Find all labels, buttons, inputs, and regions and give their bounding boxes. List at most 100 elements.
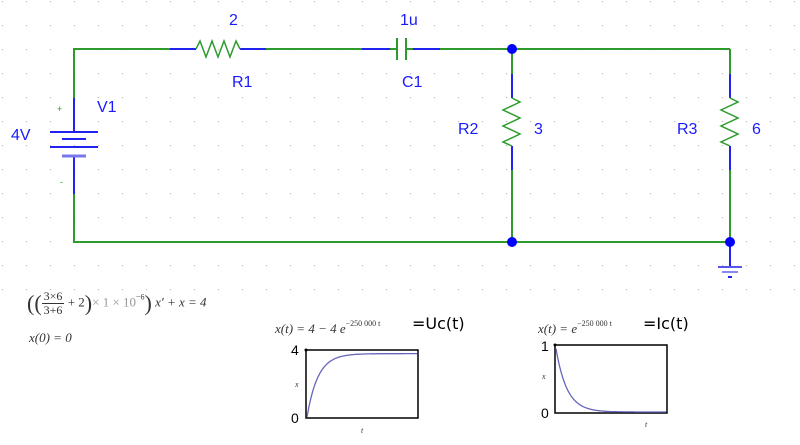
grid-dot — [626, 73, 628, 75]
grid-dot — [674, 265, 676, 267]
grid-dot — [2, 1, 4, 3]
grid-dot — [50, 97, 52, 99]
grid-dot — [122, 97, 124, 99]
grid-dot — [362, 193, 364, 195]
chart-ic-ytick-max: 1 — [541, 338, 549, 354]
grid-dot — [746, 241, 748, 243]
resistor-r2-symbol[interactable] — [501, 97, 522, 147]
grid-dot — [242, 97, 244, 99]
grid-dot — [290, 1, 292, 3]
grid-dot — [410, 265, 412, 267]
grid-dot — [170, 217, 172, 219]
grid-dot — [506, 289, 508, 291]
grid-dot — [770, 1, 772, 3]
ode-frac-num: 3×6 — [41, 289, 65, 304]
capacitor-c1-symbol[interactable] — [390, 38, 413, 60]
grid-dot — [674, 25, 676, 27]
grid-dot — [314, 145, 316, 147]
grid-dot — [602, 145, 604, 147]
grid-dot — [146, 265, 148, 267]
grid-dot — [626, 1, 628, 3]
ode-times: × 1 × 10 — [92, 294, 137, 310]
grid-dot — [626, 193, 628, 195]
chart-ic — [553, 343, 668, 414]
grid-dot — [194, 289, 196, 291]
grid-dot — [434, 145, 436, 147]
grid-dot — [722, 145, 724, 147]
grid-dot — [170, 289, 172, 291]
ic-lhs: x(t) = e — [538, 321, 578, 336]
ic-label: =Ic(t) — [643, 314, 689, 333]
grid-dot — [26, 169, 28, 171]
grid-dot — [266, 169, 268, 171]
grid-dot — [626, 97, 628, 99]
grid-dot — [338, 217, 340, 219]
grid-dot — [698, 193, 700, 195]
grid-dot — [26, 193, 28, 195]
grid-dot — [338, 193, 340, 195]
grid-dot — [650, 169, 652, 171]
grid-dot — [674, 97, 676, 99]
grid-dot — [170, 25, 172, 27]
grid-dot — [554, 145, 556, 147]
grid-dot — [434, 217, 436, 219]
grid-dot — [530, 73, 532, 75]
grid-dot — [314, 25, 316, 27]
grid-dot — [770, 25, 772, 27]
grid-dot — [362, 217, 364, 219]
grid-dot — [530, 193, 532, 195]
grid-dot — [482, 25, 484, 27]
grid-dot — [506, 169, 508, 171]
grid-dot — [50, 121, 52, 123]
grid-dot — [698, 1, 700, 3]
grid-dot — [578, 73, 580, 75]
grid-dot — [218, 25, 220, 27]
grid-dot — [2, 265, 4, 267]
grid-dot — [290, 217, 292, 219]
wire-bottom — [73, 194, 730, 243]
grid-dot — [794, 193, 796, 195]
wire-top-left — [73, 48, 170, 98]
grid-dot — [122, 193, 124, 195]
grid-dot — [266, 73, 268, 75]
grid-dot — [26, 217, 28, 219]
grid-dot — [794, 169, 796, 171]
grid-dot — [410, 73, 412, 75]
grid-dot — [266, 25, 268, 27]
grid-dot — [242, 169, 244, 171]
grid-dot — [746, 73, 748, 75]
grid-dot — [722, 73, 724, 75]
grid-dot — [794, 121, 796, 123]
grid-dot — [50, 193, 52, 195]
grid-dot — [50, 49, 52, 51]
grid-dot — [74, 289, 76, 291]
grid-dot — [218, 169, 220, 171]
chart-uc — [304, 348, 419, 419]
grid-dot — [362, 97, 364, 99]
grid-dot — [554, 73, 556, 75]
grid-dot — [194, 73, 196, 75]
grid-dot — [578, 169, 580, 171]
grid-dot — [770, 217, 772, 219]
grid-dot — [338, 25, 340, 27]
c1-name: C1 — [402, 74, 423, 91]
grid-dot — [482, 265, 484, 267]
grid-dot — [722, 169, 724, 171]
grid-dot — [794, 49, 796, 51]
grid-dot — [650, 193, 652, 195]
grid-dot — [410, 217, 412, 219]
grid-dot — [746, 145, 748, 147]
battery-v1-symbol[interactable] — [50, 131, 98, 158]
v1-value: 4V — [11, 127, 31, 144]
ode-plus2: + 2 — [67, 294, 85, 310]
grid-dot — [434, 97, 436, 99]
node-top — [507, 44, 517, 54]
grid-dot — [554, 265, 556, 267]
grid-dot — [482, 97, 484, 99]
grid-dot — [626, 265, 628, 267]
grid-dot — [674, 145, 676, 147]
resistor-r1-symbol[interactable] — [195, 38, 241, 60]
grid-dot — [626, 25, 628, 27]
resistor-r3-symbol[interactable] — [719, 97, 740, 147]
